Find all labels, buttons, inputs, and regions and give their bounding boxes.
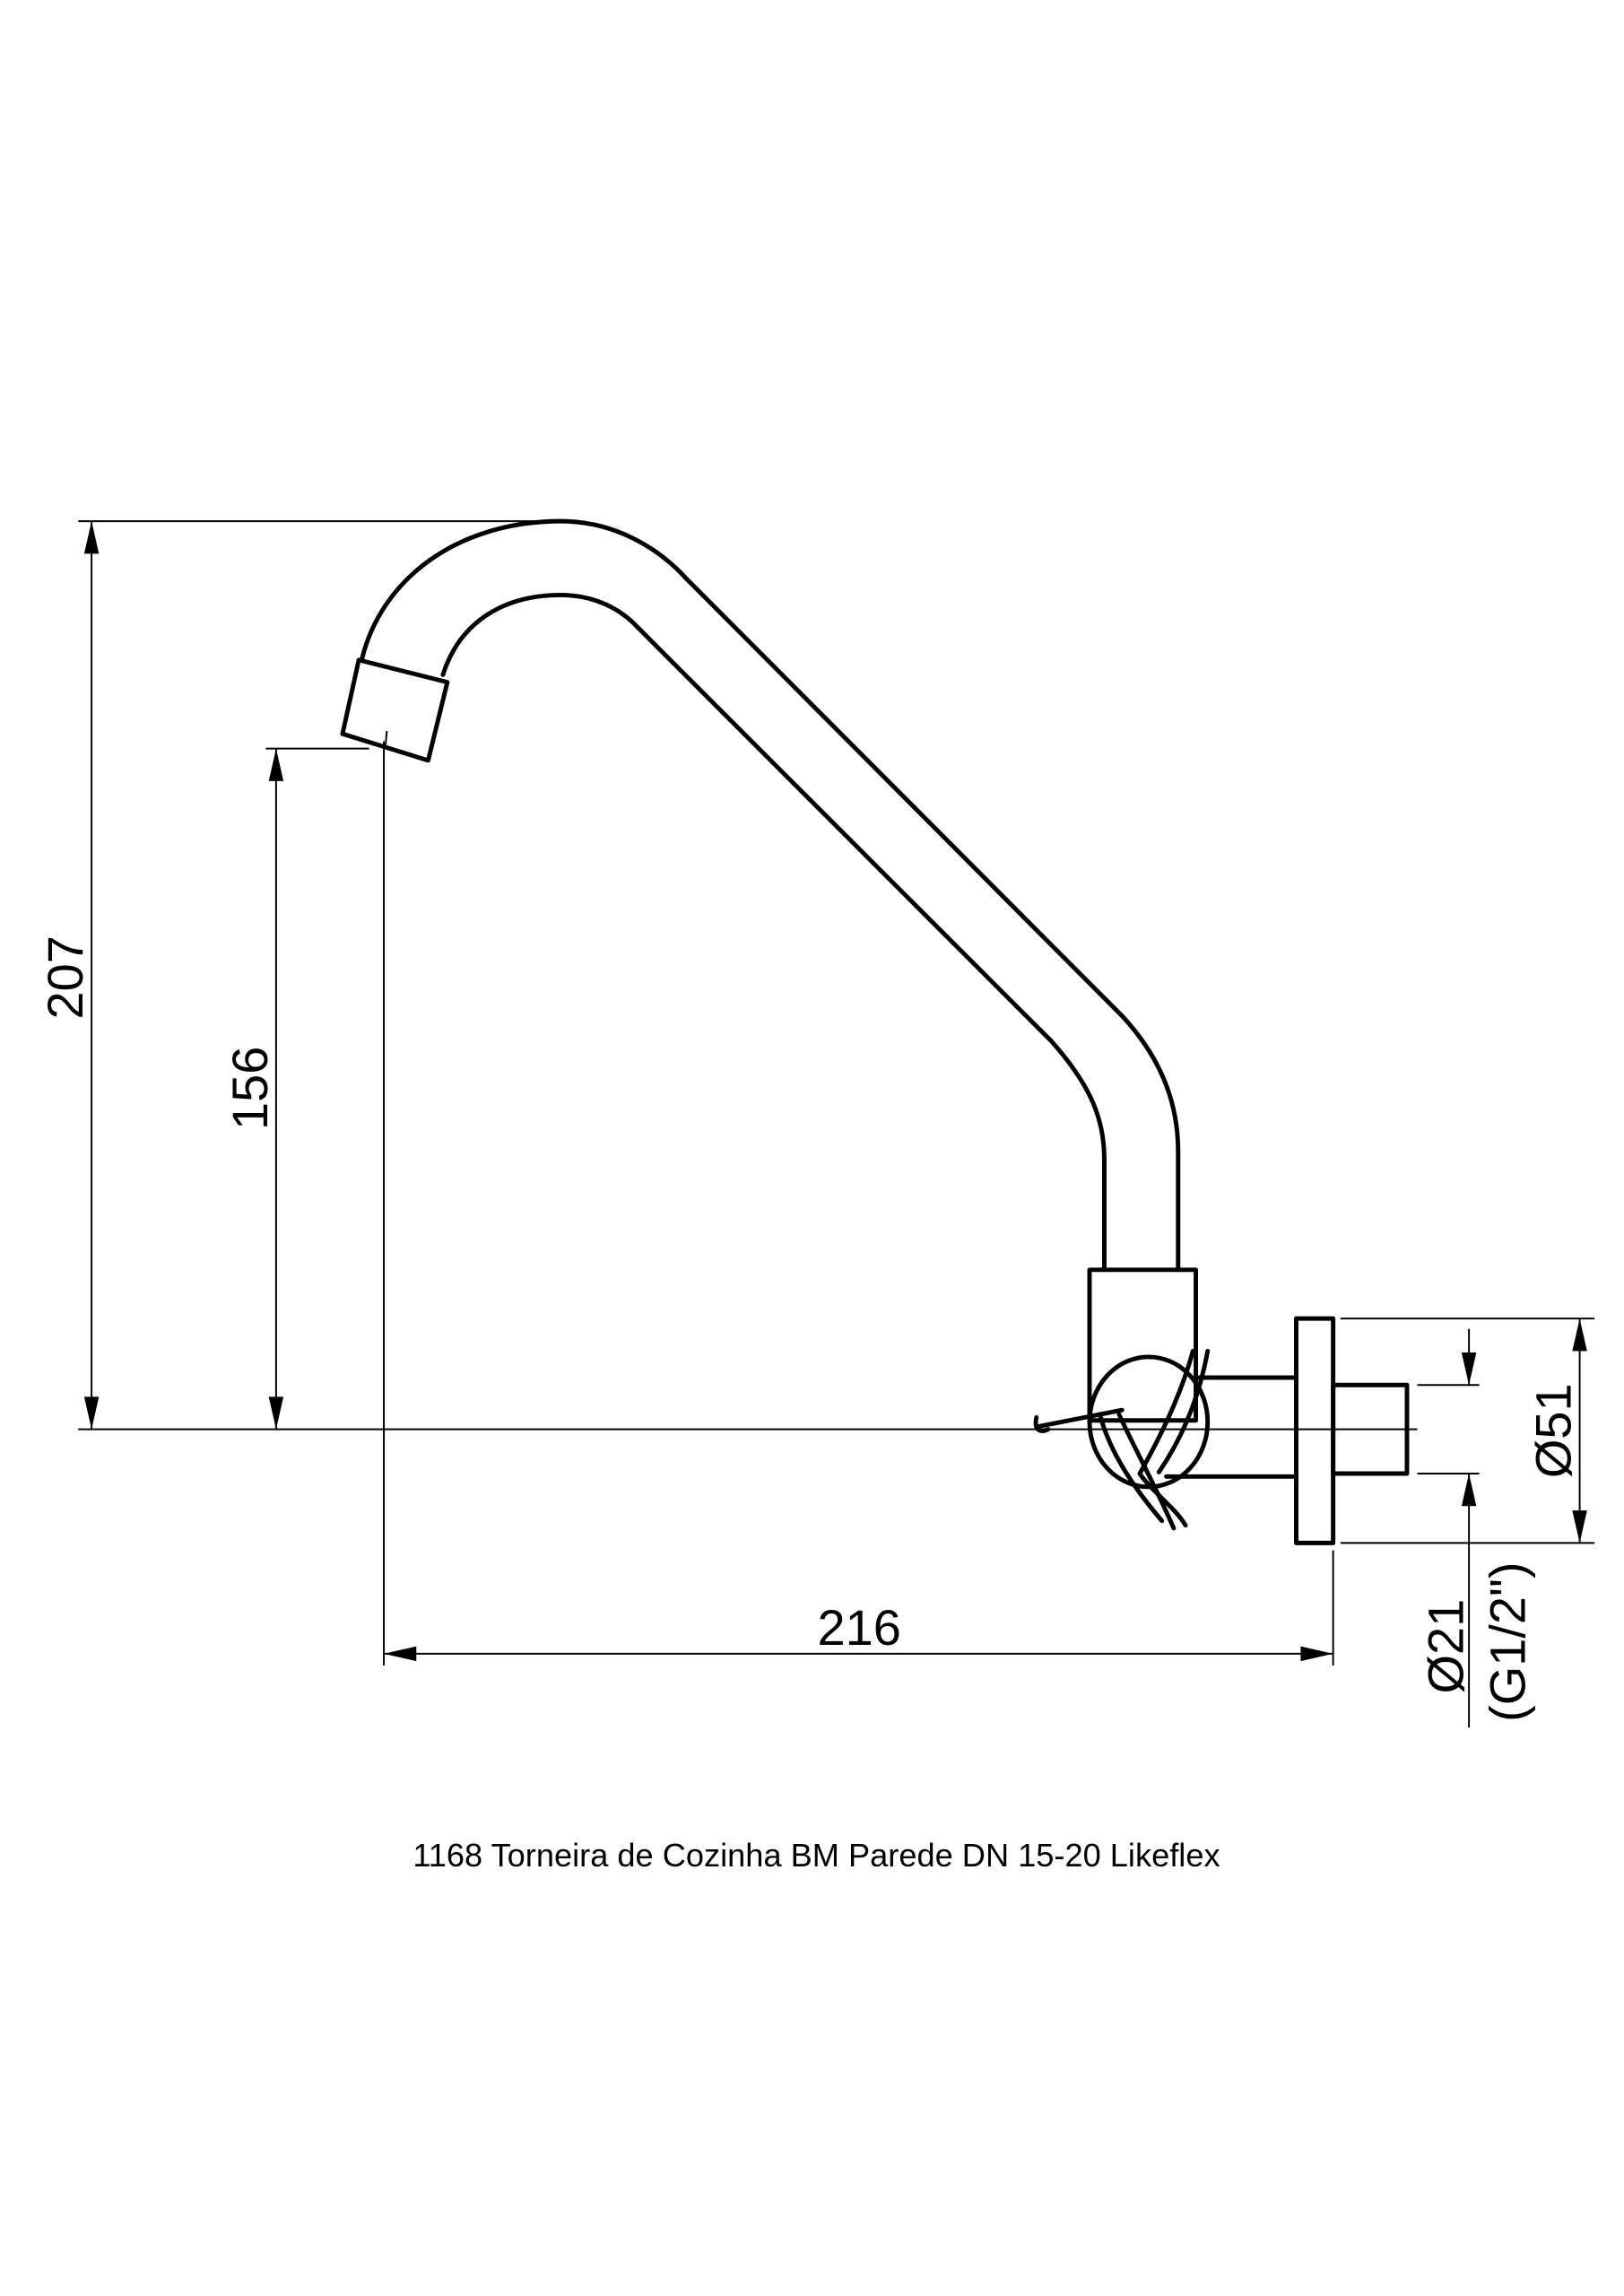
drawing-caption: 1168 Torneira de Cozinha BM Parede DN 15… (413, 1837, 1220, 1874)
extension-lines (78, 520, 1595, 1666)
dimension-label-216: 216 (817, 1599, 900, 1656)
faucet-spout (359, 518, 1181, 1273)
dimension-label-d51: Ø51 (1525, 1383, 1582, 1478)
wall-pipe (1164, 1375, 1298, 1479)
dimension-label-d21: Ø21 (1418, 1599, 1474, 1694)
dimension-label-156: 156 (221, 1047, 278, 1130)
dimension-156: 156 (221, 748, 284, 1430)
dimension-207: 207 (37, 521, 100, 1430)
aerator (340, 657, 450, 763)
wall-flange (1294, 1316, 1336, 1545)
dimension-label-207: 207 (37, 935, 93, 1019)
dimension-label-thread: (G1/2") (1480, 1561, 1536, 1721)
dimension-d51: Ø51 (1525, 1318, 1587, 1544)
dimension-216: 216 (384, 1599, 1333, 1662)
cross-handle (1033, 1348, 1211, 1531)
dimension-d21: Ø21 (G1/2") (1418, 1328, 1536, 1728)
valve-body (1087, 1267, 1199, 1423)
